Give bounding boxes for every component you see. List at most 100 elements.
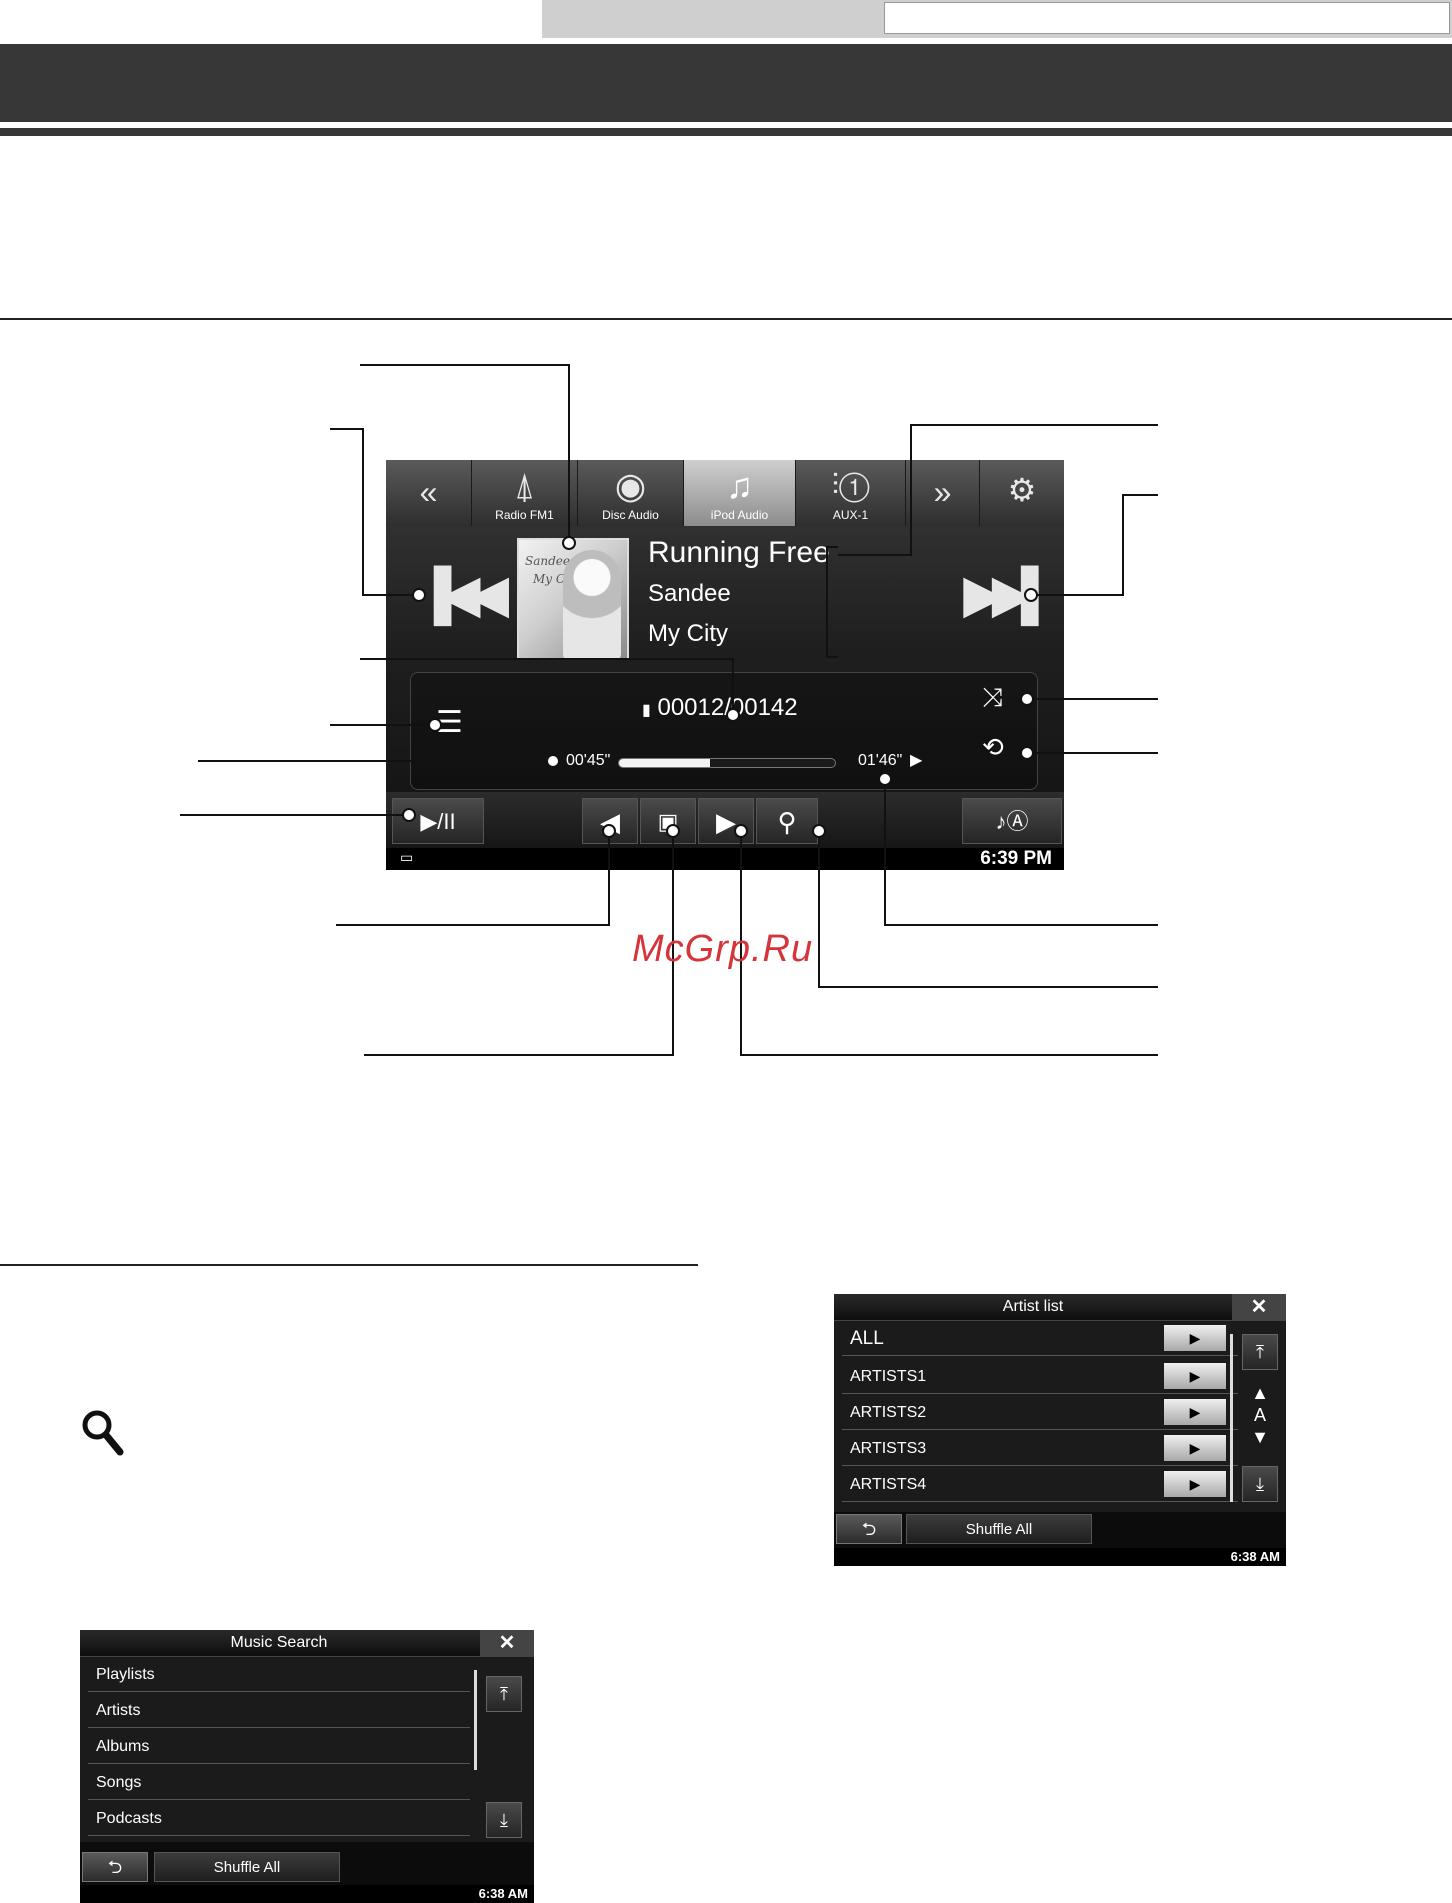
list-title: Music Search	[230, 1634, 328, 1651]
shuffle-all-button[interactable]: Shuffle All	[154, 1852, 340, 1882]
double-chevron-right-icon: »	[933, 474, 952, 510]
list-item-label: Albums	[96, 1738, 150, 1755]
tab-ipod-audio[interactable]: ♫ iPod Audio	[684, 460, 796, 526]
tab-disc-audio[interactable]: ◉ Disc Audio	[578, 460, 684, 526]
audio-nav-icon: ♪Ⓐ	[995, 809, 1029, 834]
callout-bracket	[826, 656, 838, 658]
callout-dot	[546, 754, 560, 768]
scroll-top-button[interactable]: ⤒	[486, 1676, 522, 1712]
ipod-player-screen: « ⍋ Radio FM1 ◉ Disc Audio ♫ iPod Audio …	[386, 460, 1064, 870]
callout-line	[362, 428, 364, 596]
list-item[interactable]: Artists	[88, 1694, 470, 1728]
callout-dot	[402, 808, 416, 822]
play-pause-button[interactable]: ▶/II	[392, 798, 484, 844]
list-item[interactable]: ARTISTS1 ▶	[842, 1360, 1238, 1394]
scrollbar[interactable]	[474, 1670, 477, 1770]
last-page-icon: ⤓	[500, 1810, 508, 1830]
artist-name: Sandee	[648, 580, 731, 607]
play-arrow-button[interactable]: ▶	[1164, 1325, 1226, 1351]
callout-line	[362, 594, 418, 596]
list-item-label: Playlists	[96, 1666, 155, 1683]
callout-line	[330, 724, 432, 726]
aux-input-icon: ⫶①	[831, 469, 870, 502]
play-arrow-button[interactable]: ▶	[1164, 1471, 1226, 1497]
header-white-box	[884, 2, 1450, 34]
search-icon	[82, 1410, 124, 1456]
back-button[interactable]: ⮌	[82, 1852, 148, 1882]
file-icon: ▮	[642, 702, 651, 719]
callout-line	[740, 838, 742, 1056]
shuffle-icon: ⤨	[982, 682, 1003, 712]
clock: 6:39 PM	[980, 848, 1052, 869]
scroll-bottom-button[interactable]: ⤓	[1242, 1466, 1278, 1502]
callout-dot	[666, 824, 680, 838]
music-page-button[interactable]: ▣	[640, 798, 696, 844]
total-time: 01'46"	[858, 752, 903, 769]
callout-dot	[812, 824, 826, 838]
play-arrow-button[interactable]: ▶	[1164, 1399, 1226, 1425]
callout-dot	[412, 588, 426, 602]
close-button[interactable]: ✕	[1232, 1294, 1286, 1320]
artwork-figure	[563, 550, 621, 658]
callout-line	[818, 986, 1158, 988]
list-item[interactable]: ARTISTS2 ▶	[842, 1396, 1238, 1430]
shuffle-all-button[interactable]: Shuffle All	[906, 1514, 1092, 1544]
play-arrow-button[interactable]: ▶	[1164, 1435, 1226, 1461]
disc-icon: ◉	[614, 465, 647, 506]
list-item[interactable]: Podcasts	[88, 1802, 470, 1836]
play-arrow-button[interactable]: ▶	[1164, 1363, 1226, 1389]
tab-label: AUX-1	[832, 508, 869, 522]
audio-nav-button[interactable]: ♪Ⓐ	[962, 798, 1062, 844]
album-name: My City	[648, 620, 728, 647]
list-item-label: ARTISTS1	[850, 1368, 927, 1385]
artist-list-screen: Artist list ✕ ALL ▶ ARTISTS1 ▶ ARTISTS2 …	[834, 1294, 1286, 1566]
tab-aux-1[interactable]: ⫶① AUX-1	[796, 460, 906, 526]
back-button[interactable]: ⮌	[836, 1514, 902, 1544]
control-bar: ▶/II ◀ ▣ ▶ ⚲ ♪Ⓐ	[386, 792, 1064, 850]
callout-line	[884, 924, 1158, 926]
section-title-rule	[0, 128, 1452, 136]
list-item[interactable]: Albums	[88, 1730, 470, 1764]
status-bar: 6:38 AM	[80, 1885, 534, 1903]
skip-back-icon: ▐◀◀	[416, 566, 508, 622]
track-counter: ▮ 00012/00142	[642, 694, 798, 722]
prev-track-button[interactable]: ▐◀◀	[416, 564, 508, 624]
status-bar: ▭ 6:39 PM	[386, 848, 1064, 870]
close-button[interactable]: ✕	[480, 1630, 534, 1656]
scroll-bottom-button[interactable]: ⤓	[486, 1802, 522, 1838]
list-item-label: Artists	[96, 1702, 141, 1719]
list-title: Artist list	[1002, 1298, 1064, 1315]
search-button[interactable]: ⚲	[756, 798, 818, 844]
tab-scroll-right[interactable]: »	[906, 460, 980, 526]
callout-line	[1036, 594, 1124, 596]
callout-line	[360, 658, 734, 660]
repeat-button[interactable]: ⟲	[982, 732, 1004, 763]
shuffle-button[interactable]: ⤨	[982, 682, 1003, 714]
list-item-label: ARTISTS2	[850, 1404, 927, 1421]
antenna-icon: ⍋	[513, 465, 536, 506]
alpha-up-icon: ▲	[1251, 1383, 1269, 1403]
tab-label: Radio FM1	[495, 508, 554, 522]
callout-line	[740, 1054, 1158, 1056]
setup-button[interactable]: ⚙	[980, 460, 1064, 526]
scrollbar[interactable]	[1230, 1334, 1233, 1502]
list-item[interactable]: Playlists	[88, 1658, 470, 1692]
play-state-icon: ▶	[910, 752, 923, 769]
callout-line	[884, 786, 886, 926]
callout-line	[1032, 752, 1158, 754]
progress-bar[interactable]	[618, 758, 836, 768]
list-item[interactable]: ALL ▶	[842, 1322, 1238, 1356]
callout-line	[336, 924, 610, 926]
elapsed-time: 00'45"	[566, 752, 611, 769]
list-item-label: ARTISTS3	[850, 1440, 927, 1457]
tab-radio-fm1[interactable]: ⍋ Radio FM1	[472, 460, 578, 526]
list-item[interactable]: ARTISTS4 ▶	[842, 1468, 1238, 1502]
list-item[interactable]: Songs	[88, 1766, 470, 1800]
scroll-top-button[interactable]: ⤒	[1242, 1334, 1278, 1370]
list-item[interactable]: ARTISTS3 ▶	[842, 1432, 1238, 1466]
tab-scroll-left[interactable]: «	[386, 460, 472, 526]
alpha-search[interactable]: ▲ A ▼	[1242, 1382, 1278, 1448]
next-page-button[interactable]: ▶	[698, 798, 754, 844]
album-artwork[interactable]: Sandee My City	[517, 538, 629, 660]
callout-line	[568, 364, 570, 540]
